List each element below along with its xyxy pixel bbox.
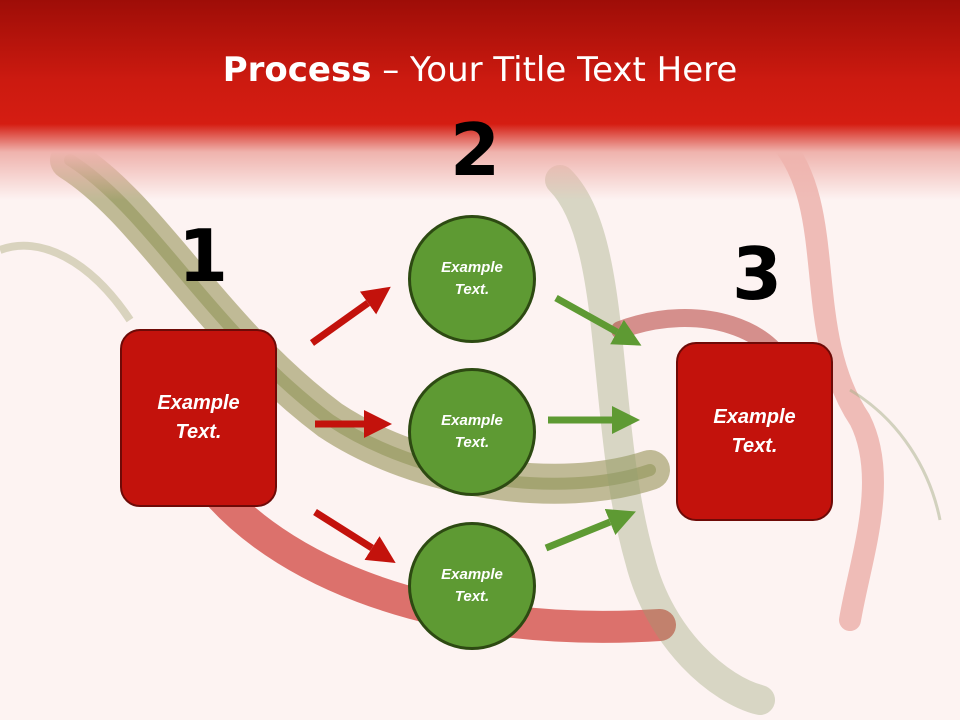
left-step-box: Example Text. [120,329,277,507]
step-number-2: 2 [450,108,501,192]
arrow-green-down [554,294,642,346]
step-number-1: 1 [178,214,229,298]
circle-node-middle: Example Text. [408,368,536,496]
title-banner [0,0,960,200]
arrow-red-up [309,286,391,346]
step-number-3: 3 [732,232,783,316]
title-bold-part: Process [222,50,372,90]
circle-node-top: Example Text. [408,215,536,343]
arrow-red-down [313,509,396,563]
title-rest-part: – Your Title Text Here [371,50,738,90]
arrow-green-up [544,509,636,552]
circle-node-bottom: Example Text. [408,522,536,650]
page-title: Process – Your Title Text Here [0,50,960,90]
right-step-box: Example Text. [676,342,833,521]
